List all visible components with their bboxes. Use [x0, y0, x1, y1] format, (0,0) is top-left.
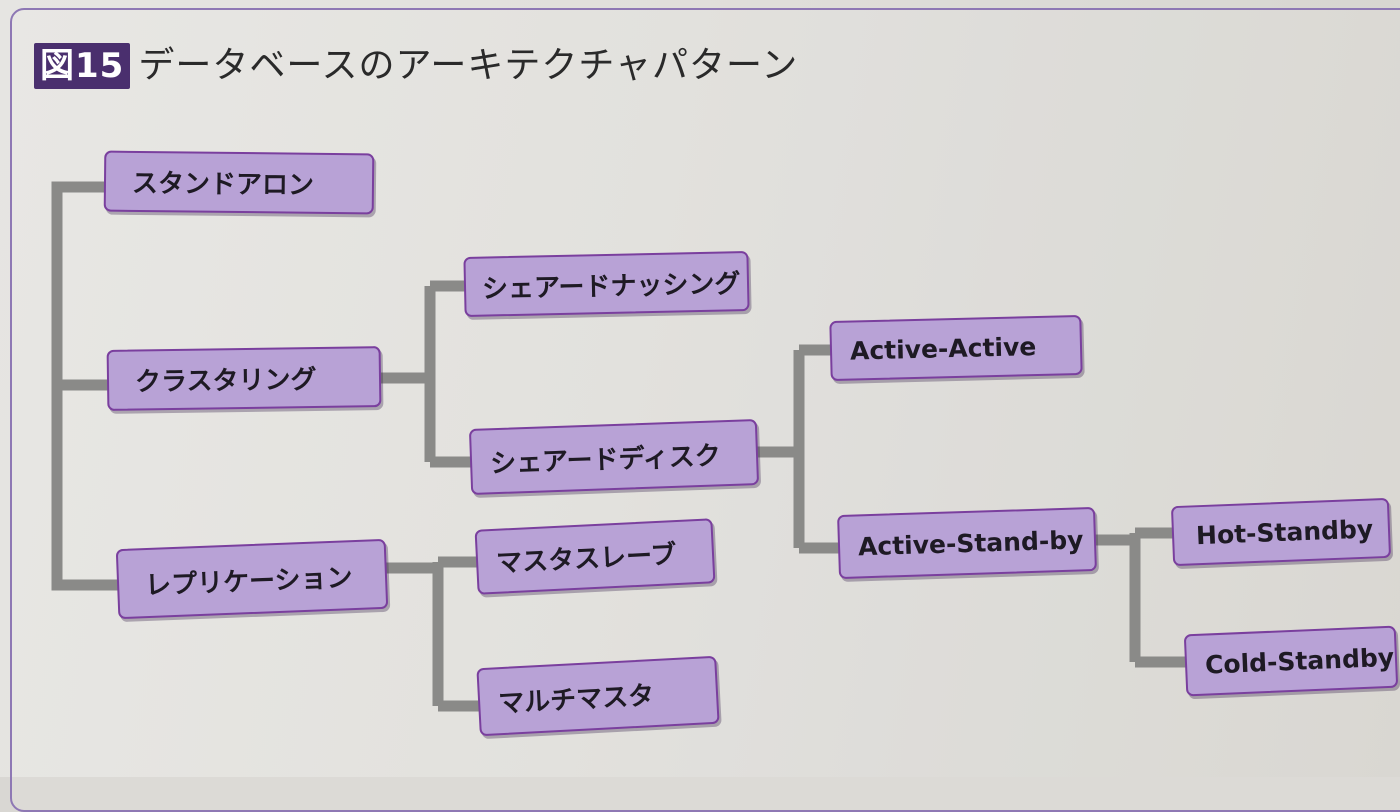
- node-hot-standby: Hot-Standby: [1170, 497, 1392, 567]
- figure-title: データベースのアーキテクチャパターン: [138, 45, 799, 86]
- node-master-slave: マスタスレーブ: [474, 518, 716, 595]
- node-standalone: スタンドアロン: [103, 150, 375, 215]
- connector-lines: [51, 181, 1187, 712]
- figure-number-badge: 図15: [34, 43, 131, 89]
- node-multi-master: マルチマスタ: [476, 655, 720, 737]
- connector-root: [51, 181, 120, 591]
- node-replication: レプリケーション: [115, 538, 389, 620]
- node-shared-disk: シェアードディスク: [468, 418, 760, 496]
- connector-shared-disk: [757, 344, 840, 554]
- node-active-active: Active-Active: [829, 314, 1083, 382]
- node-shared-nothing: シェアードナッシング: [463, 251, 750, 317]
- connector-clustering: [381, 280, 472, 468]
- node-active-standby: Active-Stand-by: [837, 506, 1097, 580]
- node-cold-standby: Cold-Standby: [1183, 625, 1399, 697]
- connector-replication: [386, 556, 480, 712]
- figure-header: 図15 データベースのアーキテクチャパターン: [34, 40, 798, 92]
- node-clustering: クラスタリング: [106, 346, 382, 411]
- connector-active-standby: [1094, 527, 1187, 668]
